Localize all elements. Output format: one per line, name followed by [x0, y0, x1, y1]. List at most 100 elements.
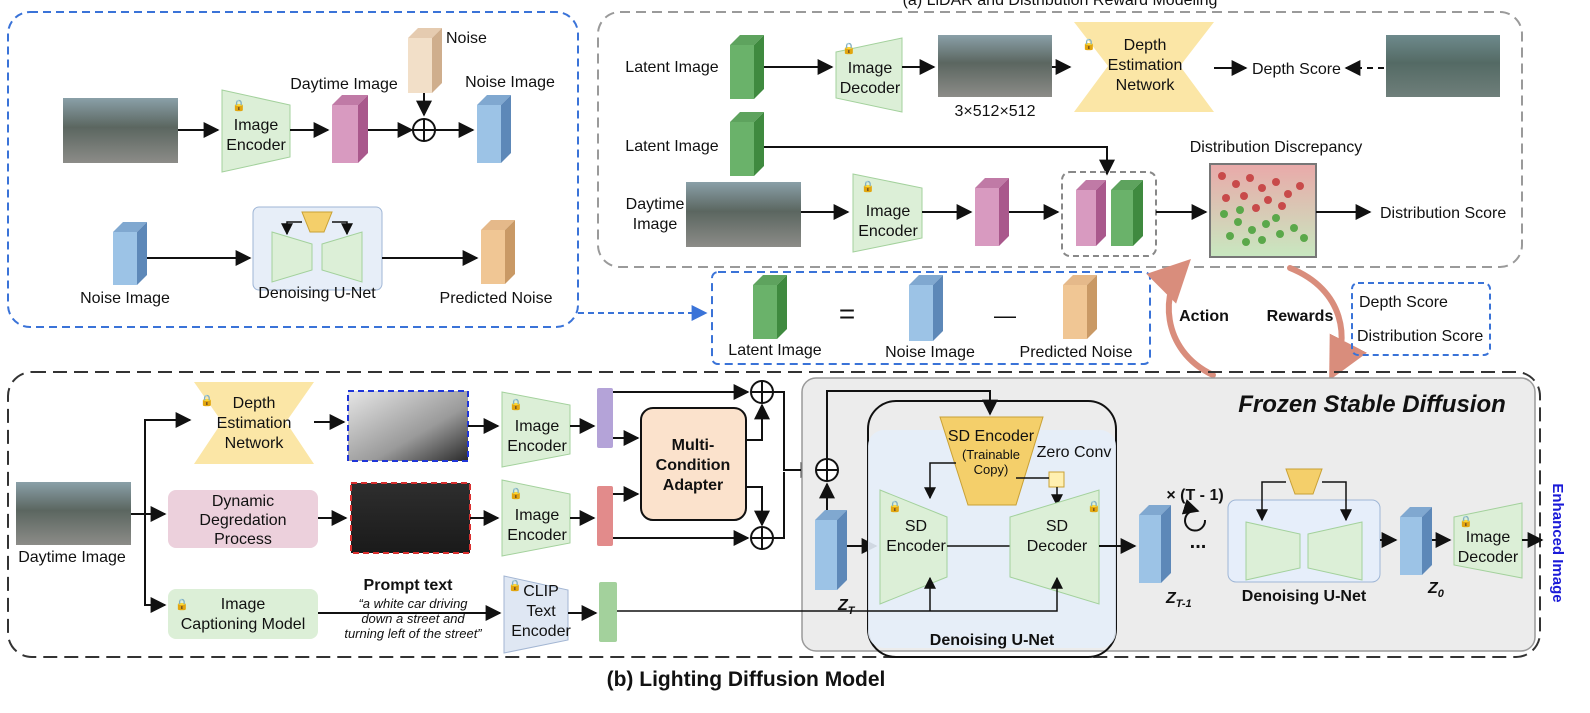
adapter-label-2: Condition — [656, 457, 731, 474]
latent-image-cube-eq — [753, 275, 787, 339]
predicted-noise-cube — [481, 220, 515, 284]
zt1-label: ZT-1 — [1165, 590, 1192, 610]
depth-image-encoder — [501, 391, 571, 468]
noise-label: Noise — [446, 30, 487, 47]
z0-cube — [1400, 507, 1432, 575]
reward-encoder-label-2: Encoder — [858, 223, 918, 240]
latent-cube-2 — [730, 112, 764, 176]
noise-image-bottom-label: Noise Image — [80, 290, 170, 307]
predicted-noise-label: Predicted Noise — [440, 290, 553, 307]
image-decoder-top — [835, 37, 903, 113]
sd-copy-label-3: Copy) — [974, 462, 1009, 477]
depth-net-top — [1074, 22, 1214, 112]
degradation-label-2: Degredation — [199, 512, 286, 529]
reward-panel — [597, 11, 1523, 268]
svg-text:🔒: 🔒 — [1082, 38, 1096, 51]
depth-encoder-label-2: Encoder — [507, 438, 567, 455]
eq-minus: — — [994, 303, 1016, 328]
scores-box — [1351, 282, 1491, 356]
depth-encoder-label-1: Image — [515, 418, 560, 435]
concat-green-cube — [1111, 180, 1143, 246]
adapter-label-3: Adapter — [663, 477, 723, 494]
captioning-box — [168, 589, 318, 639]
clip-label-1: CLIP — [523, 583, 559, 600]
z0-label: Z0 — [1427, 580, 1445, 600]
text-feature-bar — [599, 582, 617, 642]
scores-distribution: Distribution Score — [1357, 328, 1483, 345]
daytime-latent-cube — [332, 95, 368, 163]
enhanced-image-label: Enhanced Image — [1549, 483, 1566, 602]
clip-text-encoder — [503, 575, 569, 654]
denoising-unet-2-label: Denoising U-Net — [1242, 588, 1367, 605]
daytime-image-label: Daytime Image — [290, 76, 398, 93]
eq-latent-label: Latent Image — [728, 342, 822, 359]
svg-text:🔒: 🔒 — [175, 598, 189, 611]
sd-copy-label-1: SD Encoder — [948, 428, 1035, 445]
equation-panel — [711, 271, 1151, 365]
zero-conv-label: Zero Conv — [1037, 444, 1112, 461]
denoising-unet-label: Denoising U-Net — [258, 285, 376, 302]
depth-net-label-3: Network — [1116, 77, 1176, 94]
svg-text:🔒: 🔒 — [842, 42, 856, 55]
svg-text:🔒: 🔒 — [1087, 500, 1101, 513]
svg-text:🔒: 🔒 — [509, 487, 523, 500]
reward-daytime-label-2: Image — [633, 216, 678, 233]
lighting-title: (b) Lighting Diffusion Model — [607, 668, 886, 691]
noise-image-cube-bottom — [113, 222, 147, 285]
depth-score-label: Depth Score — [1252, 61, 1341, 78]
rewards-label: Rewards — [1267, 308, 1334, 325]
eq-noise-label: Noise Image — [885, 344, 975, 361]
zt1-cube — [1139, 505, 1171, 583]
image-encoder-trapezoid — [221, 89, 291, 173]
noise-image-label: Noise Image — [465, 74, 555, 91]
prompt-line-3: turning left of the street” — [344, 626, 482, 641]
lock-icon: 🔒 — [232, 99, 246, 112]
degraded-feature-bar — [597, 486, 613, 546]
reward-encoder-label-1: Image — [866, 203, 911, 220]
distribution-score-label: Distribution Score — [1380, 205, 1506, 222]
degraded-image-encoder — [501, 479, 571, 557]
final-decoder-label-2: Decoder — [1458, 549, 1519, 566]
predicted-noise-cube-eq — [1063, 275, 1097, 339]
reward-daytime-label-1: Daytime — [626, 196, 685, 213]
daytime-photo — [63, 98, 178, 163]
lighting-depth-label-2: Estimation — [217, 415, 292, 432]
svg-text:🔒: 🔒 — [508, 579, 522, 592]
captioning-label-2: Captioning Model — [181, 616, 306, 633]
rewards-arrow — [1287, 265, 1368, 381]
captioning-label-1: Image — [221, 596, 266, 613]
action-arrow — [1146, 259, 1216, 378]
depth-net-label-2: Estimation — [1108, 57, 1183, 74]
reward-daytime-photo — [686, 182, 801, 247]
loop-icon — [1181, 499, 1207, 532]
adapter-label-1: Multi- — [672, 437, 715, 454]
depth-map — [347, 390, 469, 462]
clip-label-3: Encoder — [511, 623, 571, 640]
eq-predicted-label: Predicted Noise — [1020, 344, 1133, 361]
svg-text:🔒: 🔒 — [509, 398, 523, 411]
lighting-depth-label-1: Depth — [233, 395, 276, 412]
reward-title: (a) LiDAR and Distribution Reward Modeli… — [903, 0, 1218, 9]
resolution-label: 3×512×512 — [955, 103, 1036, 120]
sd-encoder-copy — [939, 416, 1044, 506]
lighting-panel — [7, 371, 1541, 658]
lighting-depth-label-3: Network — [225, 435, 285, 452]
prompt-title: Prompt text — [364, 577, 454, 594]
final-decoder-label-1: Image — [1466, 529, 1511, 546]
image-decoder-label: Image — [848, 60, 893, 77]
depth-net-label-1: Depth — [1124, 37, 1167, 54]
prompt-line-2: down a street and — [361, 611, 465, 626]
decoded-photo — [938, 35, 1052, 97]
svg-text:🔒: 🔒 — [861, 180, 875, 193]
image-encoder-label: Image — [234, 117, 279, 134]
sd-decoder-label-1: SD — [1046, 518, 1068, 535]
zt-cube — [815, 510, 847, 590]
sd-decoder — [1009, 489, 1100, 605]
latent-cube-1 — [730, 35, 764, 99]
eq-equals: = — [839, 298, 855, 329]
reward-latent-label-2: Latent Image — [625, 138, 719, 155]
svg-text:🔒: 🔒 — [888, 500, 902, 513]
sd-encoder-label-1: SD — [905, 518, 927, 535]
distribution-dots — [1218, 172, 1308, 246]
